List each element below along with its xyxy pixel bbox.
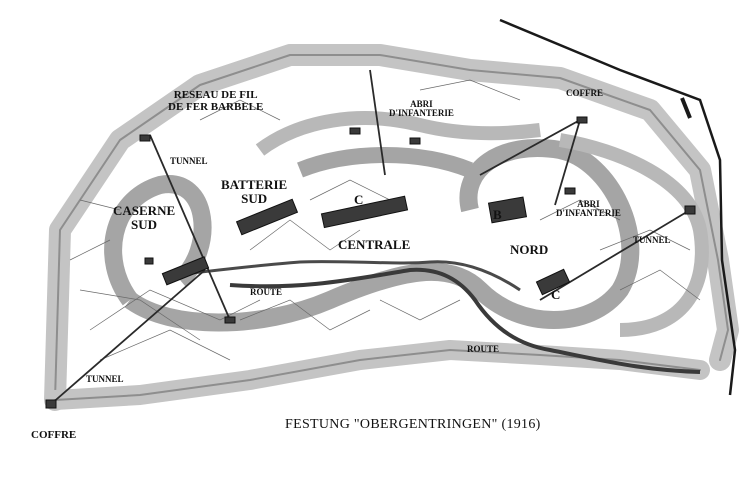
label-caserne-sud: CASERNE SUD [113,204,175,231]
road-route-2 [174,260,521,292]
label-barbed-wire-line1: RESEAU DE FIL [173,89,258,101]
fort-buildings [45,116,696,409]
boundary-line [499,18,737,396]
inner-belts [104,111,709,337]
label-batterie-sud-line1: BATTERIE [221,177,288,192]
label-abri-top-line2: D'INFANTERIE [389,108,454,119]
label-abri-right-line1: ABRI [577,199,600,209]
label-barbed-wire: RESEAU DE FIL DE FER BARBELE [168,89,264,113]
label-tunnel-right: TUNNEL [633,235,671,245]
contour-lines [69,79,701,361]
label-batterie-sud-line2: SUD [241,190,268,206]
label-abri-right-line2: D'INFANTERIE [556,208,621,219]
label-caserne-sud-line1: CASERNE [113,203,176,218]
road-route [229,267,701,374]
outer-wire-belt [44,44,739,411]
label-abri-right: ABRI D'INFANTERIE [556,199,621,219]
label-tunnel-left: TUNNEL [170,156,208,166]
label-c-nord: C [551,287,561,302]
label-centrale: CENTRALE [338,237,411,252]
label-coffre-bottom: COFFRE [31,429,77,441]
label-coffre-top: COFFRE [566,88,603,98]
label-caserne-sud-line2: SUD [131,216,158,232]
boundary-tick [680,97,692,119]
label-barbed-wire-line2: DE FER BARBELE [168,100,264,113]
label-route-mid: ROUTE [250,287,283,297]
label-route-bottom: ROUTE [467,344,500,354]
label-batterie-sud: BATTERIE SUD [221,178,287,205]
label-abri-top: ABRI D'INFANTERIE [389,99,454,119]
label-abri-top-line1: ABRI [410,99,433,109]
label-c-central: C [354,192,364,207]
label-nord: NORD [510,242,549,257]
map-caption: FESTUNG "OBERGENTRINGEN" (1916) [285,417,541,432]
label-tunnel-bottom: TUNNEL [86,374,124,384]
tunnels [49,69,691,406]
label-b: B [493,207,502,222]
